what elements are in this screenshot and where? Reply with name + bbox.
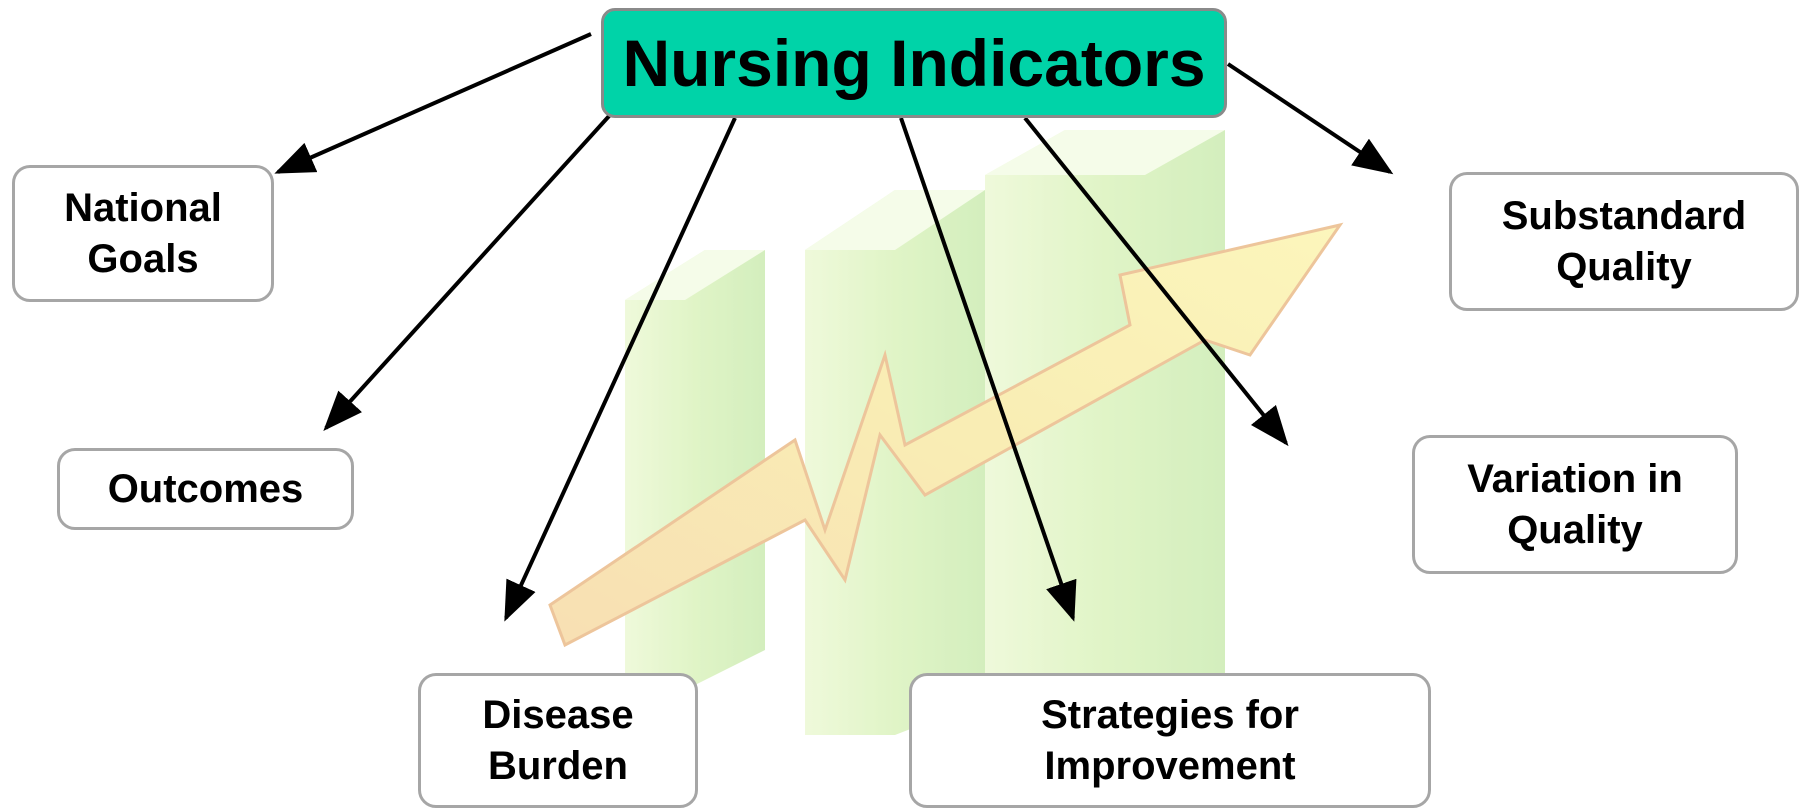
node-disease-burden: Disease Burden <box>418 673 698 808</box>
node-label-line: National <box>64 185 222 230</box>
title-box: Nursing Indicators <box>601 8 1227 118</box>
arrow-to-variation-quality <box>1023 116 1289 447</box>
arrow-to-substandard-quality <box>1226 62 1394 175</box>
arrow-to-disease-burden <box>504 117 737 622</box>
node-label-line: Outcomes <box>107 466 304 511</box>
arrows <box>274 32 1394 622</box>
background-rising-arrow <box>548 222 1344 648</box>
rising-bar-chart-with-arrow-icon <box>548 130 1344 735</box>
arrow-to-strategies <box>899 117 1077 622</box>
title-box-fill <box>603 10 1225 116</box>
node-label-line: Strategies for <box>1041 692 1299 737</box>
node-label-line: Substandard <box>1501 193 1747 238</box>
node-label-line: Variation in <box>1467 456 1683 501</box>
node-national-goals: National Goals <box>12 165 274 302</box>
node-substandard-quality: Substandard Quality <box>1449 172 1799 311</box>
node-label-line: Improvement <box>1044 743 1296 788</box>
node-label-line: Burden <box>487 743 628 788</box>
arrow-to-outcomes <box>323 113 612 431</box>
page-title: Nursing Indicators <box>622 26 1206 100</box>
node-label-line: Quality <box>1507 507 1643 552</box>
node-label-line: Goals <box>87 236 199 281</box>
arrow-to-national-goals <box>274 32 592 174</box>
node-label-line: Quality <box>1556 244 1692 289</box>
background-bar-middle <box>805 190 985 735</box>
node-strategies-for-improvement: Strategies for Improvement <box>909 673 1431 808</box>
node-label-line: Disease <box>482 692 634 737</box>
node-variation-in-quality: Variation in Quality <box>1412 435 1738 574</box>
node-outcomes: Outcomes <box>57 448 354 530</box>
